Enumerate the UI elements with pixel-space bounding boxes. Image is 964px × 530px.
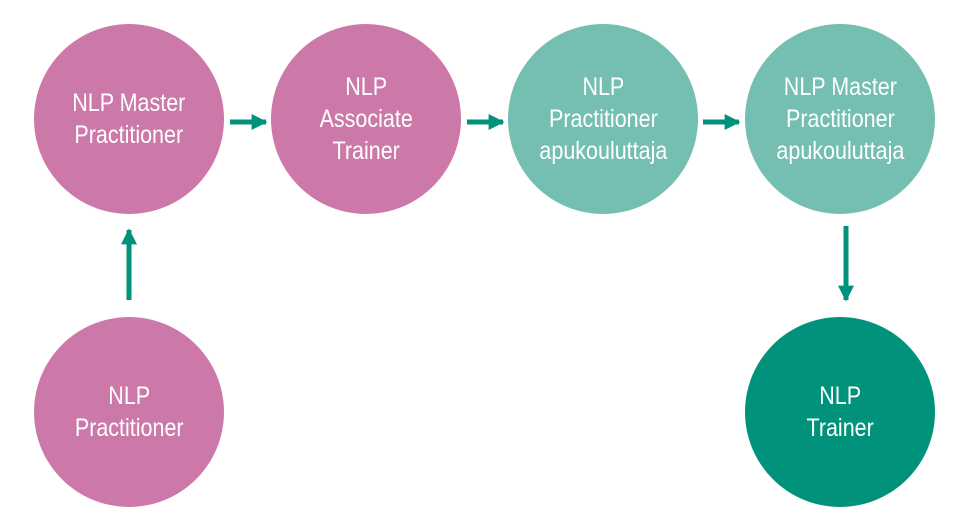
node-label-line: Trainer [332,137,400,165]
node-label-line: NLP Master [72,89,186,117]
node-label-line: Trainer [806,414,874,442]
node-label-line: Practitioner [548,105,658,133]
node-label-line: Practitioner [785,105,895,133]
node-label-line: Practitioner [74,414,184,442]
node-label-line: Practitioner [74,121,184,149]
node-label-line: apukouluttaja [539,137,667,165]
node-label-line: NLP [819,382,861,410]
node-label-line: NLP Master [783,73,897,101]
node-label: NLP Associate Trainer [319,71,412,167]
node-nlp-practitioner-apukouluttaja: NLP Practitioner apukouluttaja [508,24,698,214]
node-nlp-trainer: NLP Trainer [745,317,935,507]
node-label: NLP Practitioner [75,380,184,444]
node-label: NLP Practitioner apukouluttaja [539,71,667,167]
node-nlp-master-practitioner: NLP Master Practitioner [34,24,224,214]
node-label-line: NLP [108,382,150,410]
node-label-line: Associate [319,105,413,133]
node-nlp-associate-trainer: NLP Associate Trainer [271,24,461,214]
node-label: NLP Master Practitioner apukouluttaja [776,71,904,167]
node-nlp-practitioner: NLP Practitioner [34,317,224,507]
node-nlp-master-practitioner-apukouluttaja: NLP Master Practitioner apukouluttaja [745,24,935,214]
node-label: NLP Master Practitioner [72,87,185,151]
node-label-line: NLP [582,73,624,101]
node-label-line: apukouluttaja [776,137,904,165]
node-label: NLP Trainer [806,380,873,444]
node-label-line: NLP [345,73,387,101]
